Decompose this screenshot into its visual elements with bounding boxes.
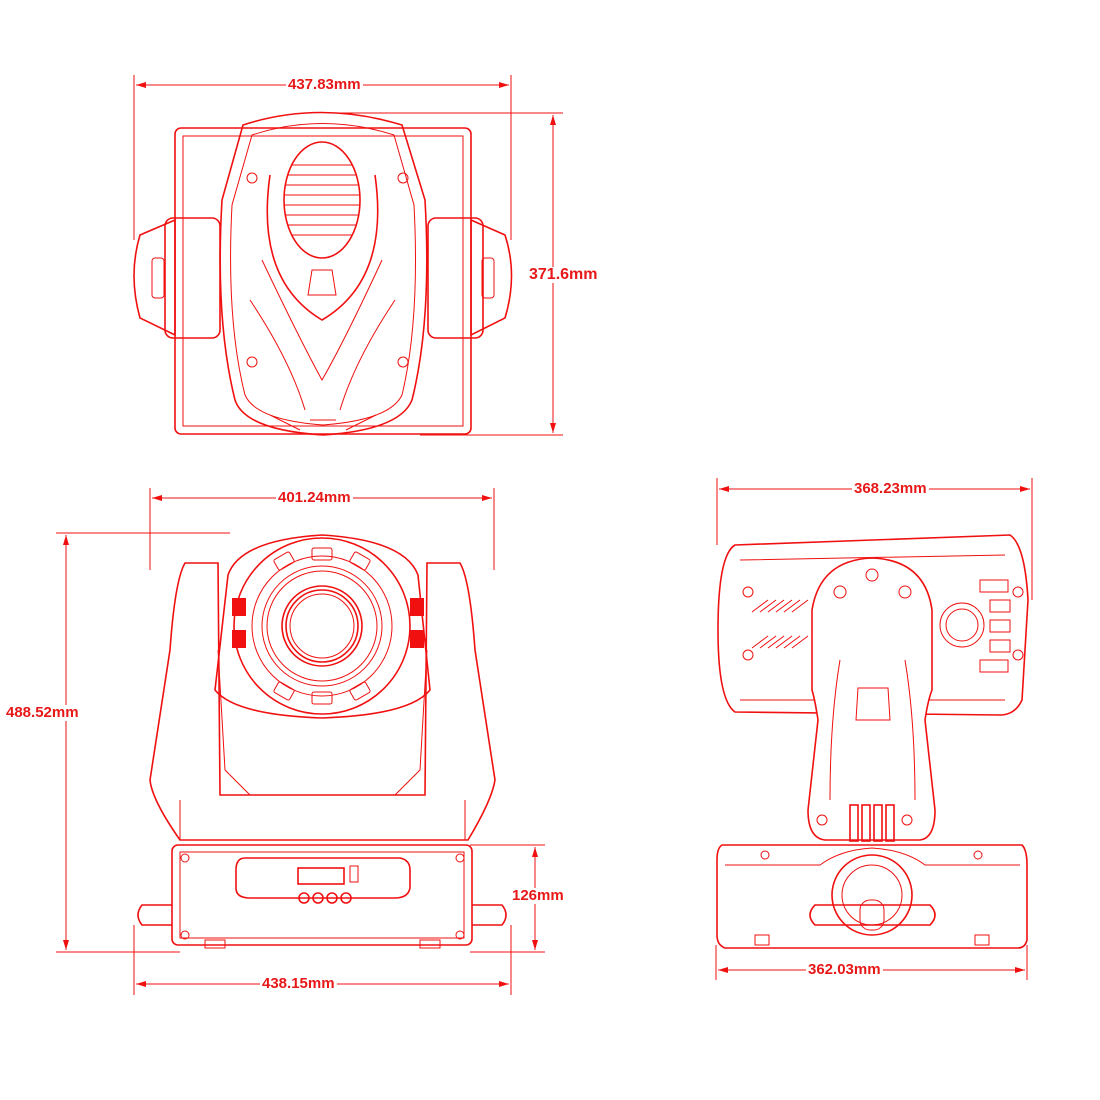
side-view-drawing [716,534,1029,949]
front-head-width-label: 401.24mm [276,489,353,506]
base-width-label: 438.15mm [260,975,337,992]
top-depth-label: 371.6mm [527,266,600,283]
side-base-length-label: 362.03mm [806,961,883,978]
base-height-label: 126mm [510,887,566,904]
front-view-drawing [137,534,507,949]
top-view-drawing [133,111,513,436]
top-width-label: 437.83mm [286,76,363,93]
dimension-lines [56,75,1033,995]
front-height-label: 488.52mm [4,704,81,721]
side-head-length-label: 368.23mm [852,480,929,497]
